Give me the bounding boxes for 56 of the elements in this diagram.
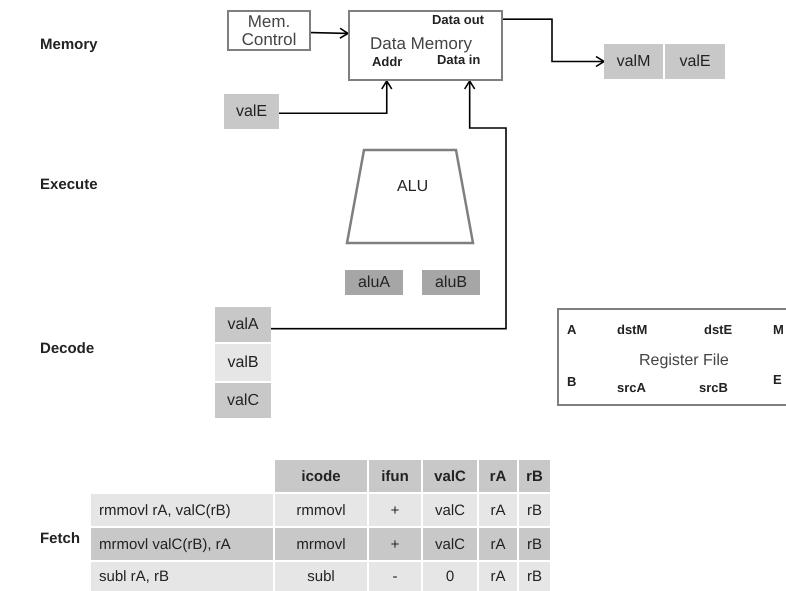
signal-tile: valE	[224, 94, 279, 129]
port-label: dstM	[617, 322, 648, 337]
signal-tile: valM	[604, 44, 663, 79]
table-cell: -	[369, 562, 421, 591]
table-cell: rB	[519, 562, 550, 591]
box-title: Register File	[639, 352, 729, 370]
stage-label: Memory	[40, 36, 98, 53]
port-label: srcB	[699, 380, 728, 395]
table-cell: rA	[479, 528, 517, 560]
box-title: Data Memory	[370, 34, 472, 54]
table-cell: mrmovl	[275, 528, 367, 560]
arrow	[310, 27, 349, 40]
table-cell: rB	[519, 528, 550, 560]
table-cell: subl rA, rB	[91, 562, 273, 591]
port-label: srcA	[617, 380, 646, 395]
arrow	[271, 80, 507, 330]
stage-label: Fetch	[40, 530, 80, 547]
memory-box	[348, 10, 503, 81]
port-label: Data out	[432, 12, 484, 27]
signal-tile: aluB	[422, 270, 480, 295]
signal-tile: aluA	[345, 270, 403, 295]
port-label: Data in	[437, 52, 480, 67]
box-title: ALU	[397, 178, 428, 196]
stage-label: Decode	[40, 340, 94, 357]
signal-tile: valB	[215, 344, 271, 381]
port-label: Addr	[372, 54, 402, 69]
port-label: E	[773, 372, 782, 387]
table-cell: rB	[519, 494, 550, 526]
port-label: M	[773, 322, 784, 337]
signal-tile: valA	[215, 307, 271, 342]
port-label: dstE	[704, 322, 732, 337]
column-header: icode	[275, 460, 367, 492]
column-header: ifun	[369, 460, 421, 492]
table-cell: +	[369, 528, 421, 560]
signal-tile: valE	[665, 44, 725, 79]
table-cell: rA	[479, 562, 517, 591]
column-header: rA	[479, 460, 517, 492]
table-cell: subl	[275, 562, 367, 591]
table-cell: 0	[423, 562, 477, 591]
column-header: valC	[423, 460, 477, 492]
signal-tile: valC	[215, 383, 271, 418]
table-cell: rA	[479, 494, 517, 526]
table-cell: valC	[423, 494, 477, 526]
table-cell: rmmovl rA, valC(rB)	[91, 494, 273, 526]
register-file-box	[557, 308, 786, 406]
arrow	[279, 80, 393, 114]
column-header: rB	[519, 460, 550, 492]
stage-label: Execute	[40, 176, 98, 193]
table-cell: +	[369, 494, 421, 526]
table-cell: rmmovl	[275, 494, 367, 526]
table-cell: mrmovl valC(rB), rA	[91, 528, 273, 560]
table-cell: valC	[423, 528, 477, 560]
port-label: B	[567, 374, 576, 389]
arrow	[503, 18, 605, 68]
control-box: Mem. Control	[227, 10, 311, 51]
port-label: A	[567, 322, 576, 337]
